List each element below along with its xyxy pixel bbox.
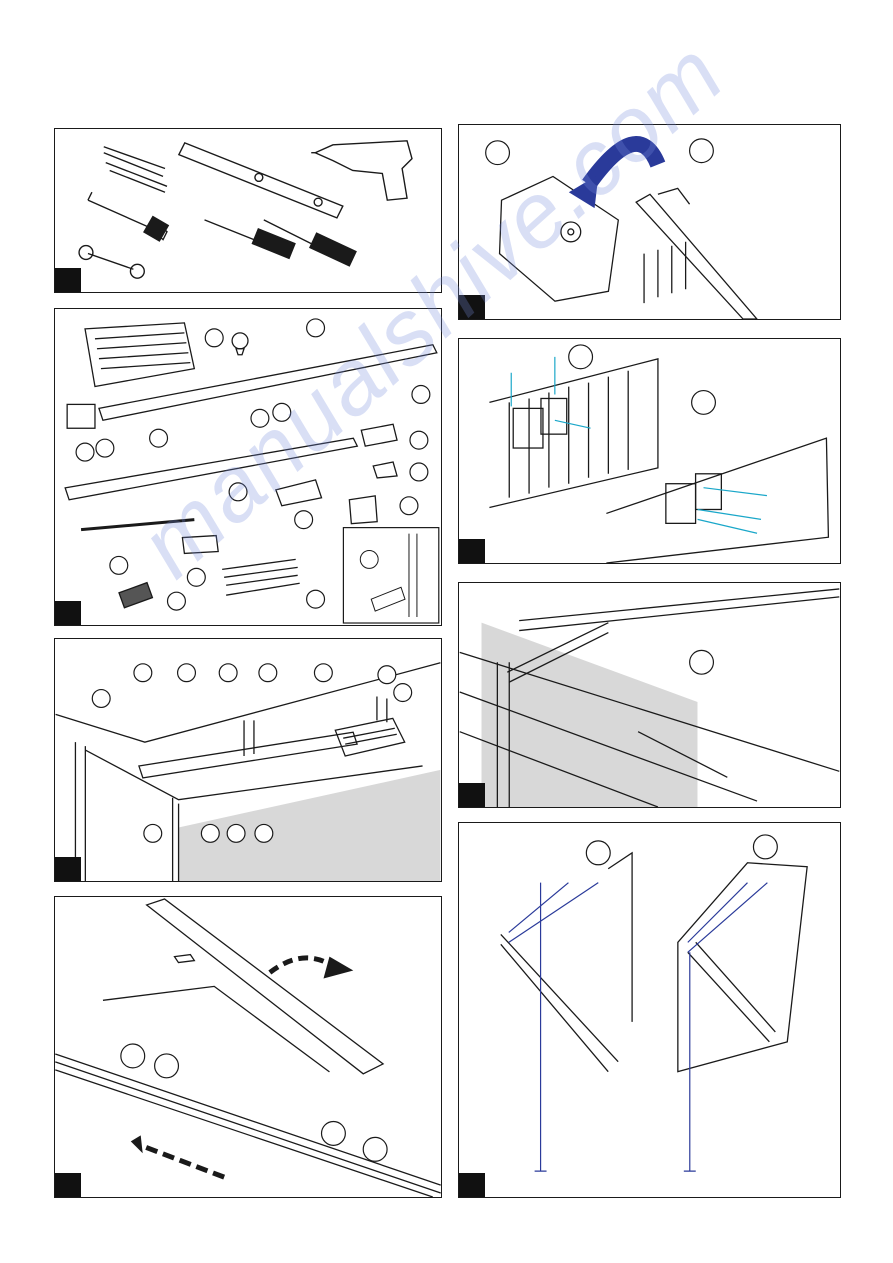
panel-bracket-mount: [458, 338, 841, 564]
panel-motor-mount: [458, 124, 841, 320]
panel-corner-mark: [459, 783, 485, 807]
panel-tools: [54, 128, 442, 293]
bulb-icon: [232, 333, 248, 355]
rail-extension-illustration: [55, 897, 441, 1197]
bracket-icon: [67, 404, 397, 523]
components-illustration: [55, 309, 441, 625]
curved-arrow-icon: [589, 144, 658, 184]
panel-corner-mark: [55, 857, 81, 881]
motor-unit-icon: [500, 176, 619, 301]
motor-unit-icon: [335, 718, 404, 756]
wrench-icon: [79, 246, 144, 279]
bracket-icon: [513, 398, 721, 523]
door-icon: [501, 853, 807, 1072]
drill-icon: [311, 141, 412, 200]
screw-icon: [511, 357, 767, 533]
door-arm-illustration: [459, 583, 840, 807]
rail-assembly-illustration: [55, 639, 441, 881]
panel-rail-assembly: [54, 638, 442, 882]
arrow-icon: [270, 958, 334, 973]
hacksaw-icon: [88, 192, 168, 241]
panel-door-measure: [458, 822, 841, 1198]
panel-corner-mark: [459, 295, 485, 319]
door-measure-illustration: [459, 823, 840, 1197]
panel-corner-mark: [459, 1173, 485, 1197]
panel-corner-mark: [459, 539, 485, 563]
panel-corner-mark: [55, 1173, 81, 1197]
motor-housing-icon: [85, 323, 194, 387]
measure-arrow-icon: [509, 883, 768, 1171]
panel-corner-mark: [55, 268, 81, 292]
motor-mount-illustration: [459, 125, 840, 319]
hardware-bag-icon: [276, 480, 322, 506]
panel-door-arm: [458, 582, 841, 808]
panel-rail-extension: [54, 896, 442, 1198]
bracket-mount-illustration: [459, 339, 840, 563]
remote-icon: [119, 583, 152, 608]
tools-illustration: [55, 129, 441, 292]
drill-bits-icon: [104, 147, 167, 192]
rail-icon: [65, 345, 437, 500]
panel-components: [54, 308, 442, 626]
panel-corner-mark: [55, 601, 81, 625]
screw-icon: [644, 242, 686, 303]
screwdriver-flat-icon: [205, 220, 295, 258]
